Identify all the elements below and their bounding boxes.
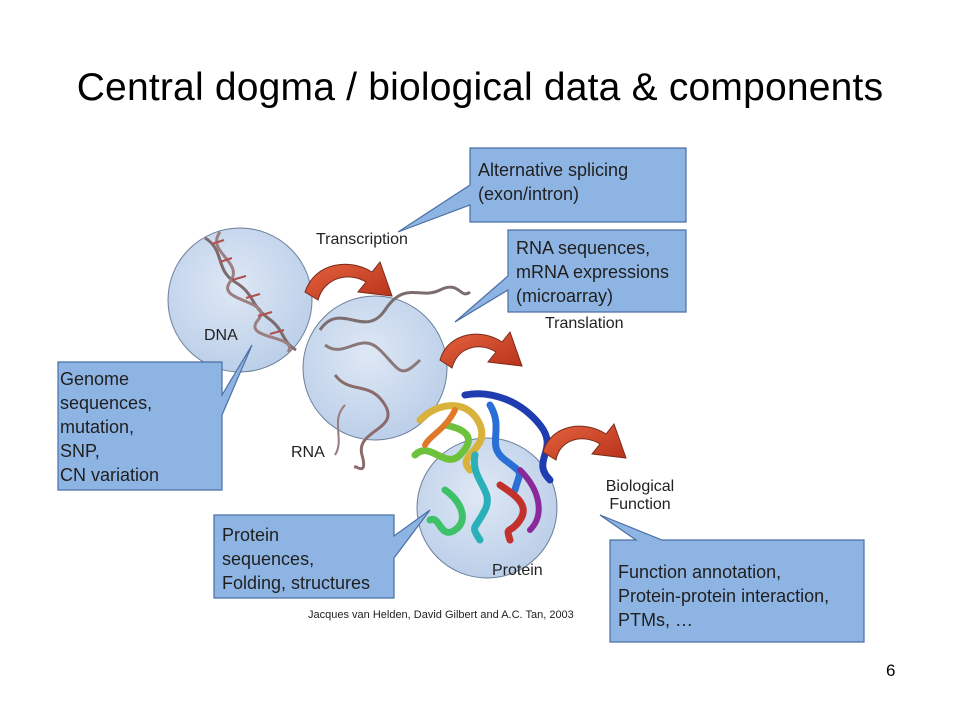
page-number: 6 [886, 661, 896, 680]
rna-callout: RNA sequences, mRNA expressions (microar… [508, 232, 688, 308]
rna-circle [302, 285, 471, 471]
function-callout: Function annotation, Protein-protein int… [610, 556, 864, 632]
rna-callout-line: mRNA expressions [516, 262, 670, 282]
protein-label: Protein [492, 562, 543, 579]
biological-function-line2: Function [609, 496, 671, 513]
genome-callout-line: sequences, [60, 393, 153, 413]
function-callout-line: PTMs, … [618, 610, 693, 630]
image-credit: Jacques van Helden, David Gilbert and A.… [308, 609, 574, 621]
transcription-label: Transcription [316, 231, 408, 248]
splicing-callout-shape [397, 147, 687, 233]
biological-function-line1: Biological [605, 478, 675, 495]
function-arrow [542, 422, 627, 461]
protein-circle [411, 390, 558, 579]
genome-callout-line: CN variation [60, 465, 160, 485]
function-callout-shape [599, 514, 865, 643]
rna-callout-line: (microarray) [516, 286, 613, 306]
rna-callout-line: RNA sequences, [516, 238, 651, 258]
translation-label: Translation [545, 315, 624, 332]
protein-callout-line: sequences, [222, 549, 315, 569]
splicing-callout-line: Alternative splicing [478, 160, 629, 180]
genome-callout-shape [57, 344, 253, 491]
genome-callout: Genome sequences, mutation, SNP, CN vari… [52, 363, 222, 487]
biological-function-label: Biological Function [602, 478, 678, 514]
genome-callout-line: Genome [60, 369, 130, 389]
slide-title: Central dogma / biological data & compon… [76, 66, 884, 109]
genome-callout-line: SNP, [60, 441, 100, 461]
translation-arrow [439, 330, 523, 369]
rna-label: RNA [291, 444, 325, 461]
transcription-arrow [304, 260, 393, 301]
splicing-callout: Alternative splicing (exon/intron) [470, 154, 686, 206]
protein-callout-line: Folding, structures [222, 573, 371, 593]
protein-callout: Protein sequences, Folding, structures [214, 519, 394, 595]
splicing-callout-line: (exon/intron) [478, 184, 580, 204]
protein-callout-line: Protein [222, 525, 280, 545]
dna-circle [167, 227, 313, 373]
function-callout-line: Protein-protein interaction, [618, 586, 830, 606]
protein-callout-shape [213, 509, 431, 599]
dna-label: DNA [204, 327, 238, 344]
function-callout-line: Function annotation, [618, 562, 782, 582]
genome-callout-line: mutation, [60, 417, 135, 437]
rna-callout-shape [454, 229, 687, 323]
